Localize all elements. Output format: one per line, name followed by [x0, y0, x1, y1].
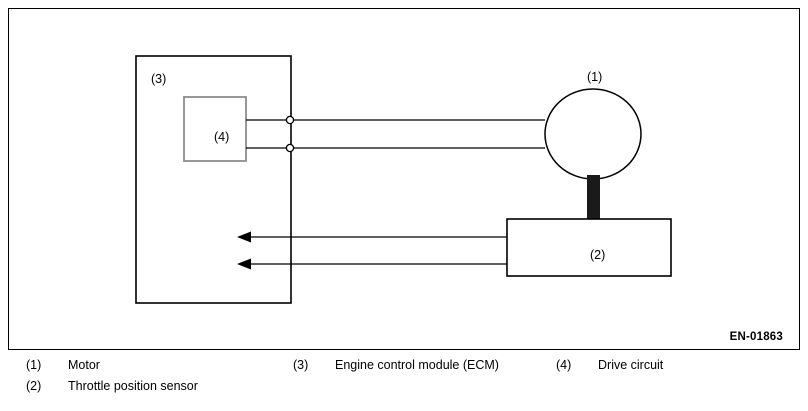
legend-item: (3) Engine control module (ECM): [293, 358, 499, 379]
legend-item: (1) Motor: [26, 358, 198, 379]
legend-item-number: (4): [556, 358, 572, 372]
legend-item-number: (3): [293, 358, 309, 372]
throttle-control-diagram: [135, 55, 672, 304]
legend-item-number: (2): [26, 379, 42, 393]
drive-circuit-ref-label: (4): [214, 130, 230, 144]
throttle-position-sensor-box: [506, 218, 672, 277]
motor-ref-label: (1): [587, 70, 603, 84]
motor-circle: [544, 88, 642, 180]
throttle-position-sensor-ref-label: (2): [590, 248, 606, 262]
legend-item-label: Drive circuit: [598, 358, 664, 372]
legend: (1) Motor (2) Throttle position sensor (…: [8, 358, 800, 406]
connector-terminal-upper-icon: [285, 115, 295, 125]
diagram-id-code: EN-01863: [729, 331, 783, 343]
signal-arrowhead-upper-icon: [237, 231, 251, 243]
ecm-ref-label: (3): [151, 72, 167, 86]
legend-column-1: (1) Motor (2) Throttle position sensor: [26, 358, 198, 400]
legend-item: (4) Drive circuit: [556, 358, 663, 379]
legend-column-2: (3) Engine control module (ECM): [293, 358, 499, 379]
ecm-box: [135, 55, 292, 304]
drive-circuit-box: [183, 96, 247, 162]
legend-column-3: (4) Drive circuit: [556, 358, 663, 379]
legend-item-label: Engine control module (ECM): [335, 358, 499, 372]
legend-item: (2) Throttle position sensor: [26, 379, 198, 400]
legend-item-label: Throttle position sensor: [68, 379, 198, 393]
signal-arrowhead-lower-icon: [237, 258, 251, 270]
motor-shaft: [587, 175, 600, 220]
connector-terminal-lower-icon: [285, 143, 295, 153]
legend-item-number: (1): [26, 358, 42, 372]
figure-frame: (3) (4) (1) (2) EN-01863: [8, 8, 800, 350]
legend-item-label: Motor: [68, 358, 100, 372]
